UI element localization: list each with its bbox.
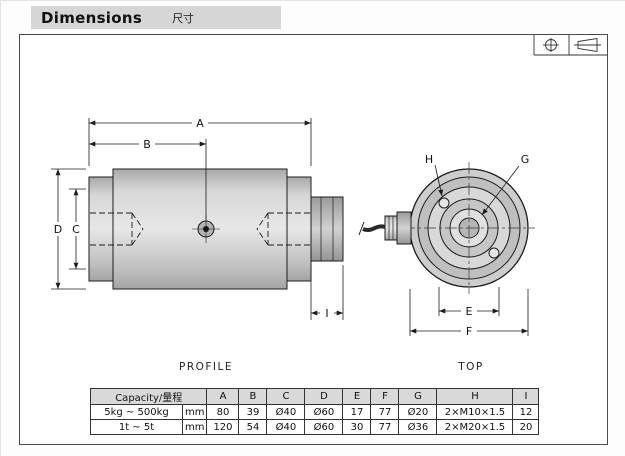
table-cell: Ø60: [304, 419, 344, 435]
thread-hole-icon: [488, 247, 500, 259]
table-cell: 2×M20×1.5: [436, 419, 514, 435]
dim-label-c: C: [72, 223, 80, 236]
page-subtitle: 尺寸: [172, 11, 195, 25]
dimensions-table: Capacity/量程 A B C D E F G H I 5kg ~ 500k…: [89, 388, 540, 435]
table-cell: 12: [512, 404, 540, 420]
profile-dimensions: A B D C I: [50, 116, 344, 320]
table-cell: 5kg ~ 500kg: [90, 404, 183, 420]
dim-label-a: A: [196, 117, 204, 130]
table-cell: Ø20: [398, 404, 438, 420]
center-hole: [192, 215, 220, 243]
table-header-cell-h: H: [436, 388, 514, 405]
cable-gland: [358, 211, 412, 245]
table-cell: Ø40: [266, 419, 306, 435]
dim-label-f: F: [466, 325, 472, 338]
table-cell: 30: [342, 419, 372, 435]
table-header-cell-c: C: [266, 388, 306, 405]
drawing-panel: A B D C I: [19, 34, 608, 445]
table-header-cell-i: I: [512, 388, 540, 405]
table-header-cell-f: F: [370, 388, 400, 405]
profile-view: [88, 168, 344, 290]
table-cell: Ø60: [304, 404, 344, 420]
top-view-label: TOP: [457, 361, 484, 373]
profile-view-label: PROFILE: [179, 361, 233, 373]
table-cell: mm: [181, 404, 208, 420]
dim-label-g: G: [521, 153, 530, 166]
table-cell: 77: [370, 404, 400, 420]
table-header-cell-d: D: [304, 388, 344, 405]
table-cell: 80: [206, 404, 240, 420]
dim-label-d: D: [54, 223, 62, 236]
hidden-thread-lines: [90, 212, 310, 246]
dim-label-e: E: [466, 305, 473, 318]
table-cell: 54: [238, 419, 268, 435]
table-header-cell-b: B: [238, 388, 268, 405]
cable: [362, 224, 386, 232]
center-lines: [403, 162, 535, 294]
table-header-cell-g: G: [398, 388, 438, 405]
technical-drawing-svg: A B D C I: [50, 35, 607, 373]
dim-label-h: H: [425, 153, 433, 166]
top-dimensions: E F H G: [409, 153, 530, 338]
table-cell: 20: [512, 419, 540, 435]
table-cell: mm: [181, 419, 208, 435]
table-cell: 1t ~ 5t: [90, 419, 183, 435]
table-cell: Ø36: [398, 419, 438, 435]
thread-hole-icon: [438, 197, 450, 209]
table-cell: 120: [206, 419, 240, 435]
table-row: 5kg ~ 500kg mm 80 39 Ø40 Ø60 17 77 Ø20 2…: [90, 404, 540, 420]
title-bar: Dimensions 尺寸: [31, 6, 281, 29]
table-cell: Ø40: [266, 404, 306, 420]
table-header-row: Capacity/量程 A B C D E F G H I: [89, 388, 540, 405]
table-row: 1t ~ 5t mm 120 54 Ø40 Ø60 30 77 Ø36 2×M2…: [90, 419, 540, 435]
dim-label-i: I: [325, 307, 328, 320]
projection-symbol-icon: [533, 35, 607, 56]
table-cell: 77: [370, 419, 400, 435]
page-title: Dimensions: [41, 8, 143, 27]
table-cell: 17: [342, 404, 372, 420]
table-header-cell-e: E: [342, 388, 372, 405]
table-cell: 2×M10×1.5: [436, 404, 514, 420]
top-view: [358, 162, 535, 294]
table-cell: 39: [238, 404, 268, 420]
table-header-cell-capacity: Capacity/量程: [89, 388, 208, 405]
dim-label-b: B: [143, 138, 151, 151]
table-header-cell-a: A: [206, 388, 240, 405]
